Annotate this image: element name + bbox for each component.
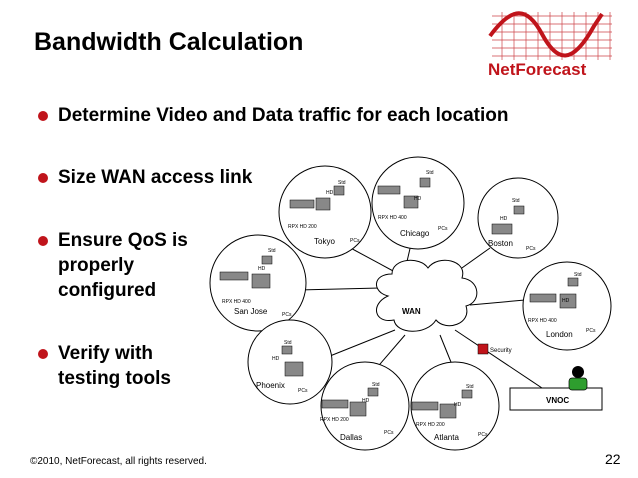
slide-title: Bandwidth Calculation: [34, 28, 304, 56]
site-rpx: RPX HD 400: [528, 318, 557, 324]
site-pcs: PCs: [384, 430, 394, 436]
site-hd: HD: [272, 356, 280, 362]
site-pcs: PCs: [478, 432, 488, 438]
netforecast-logo: [488, 11, 612, 60]
bullet-text: testing tools: [58, 368, 171, 389]
bullet-dot: [38, 349, 48, 359]
page-number: 22: [605, 451, 621, 467]
site-name: Dallas: [340, 433, 362, 442]
site-name: San Jose: [234, 307, 268, 316]
site-std: Std: [466, 384, 474, 390]
vnoc-label: VNOC: [546, 396, 569, 405]
site-pcs: PCs: [350, 238, 360, 244]
bullet-2: Size WAN access link: [58, 165, 252, 190]
bullet-4: Verify with testing tools: [58, 341, 171, 391]
site-rpx: RPX HD 200: [288, 224, 317, 230]
site-hd: HD: [414, 196, 422, 202]
site-links: [297, 239, 546, 391]
firewall-icon: [477, 343, 489, 355]
site-rpx: RPX HD 200: [320, 417, 349, 423]
site-rpx: RPX HD 200: [416, 422, 445, 428]
site-name: Phoenix: [256, 381, 285, 390]
site-pcs: PCs: [586, 328, 596, 334]
bullet-dot: [38, 173, 48, 183]
bullet-text: properly: [58, 255, 135, 276]
site-std: Std: [512, 198, 520, 204]
user-icon: [568, 366, 588, 391]
site-name: Chicago: [400, 229, 430, 238]
site-std: Std: [284, 340, 292, 346]
site-pcs: PCs: [298, 388, 308, 394]
copyright-footer: ©2010, NetForecast, all rights reserved.: [30, 456, 207, 467]
bullet-3: Ensure QoS is properly configured: [58, 228, 188, 303]
bullet-text: Verify with: [58, 343, 154, 364]
site-std: Std: [338, 180, 346, 186]
site-pcs: PCs: [526, 246, 536, 252]
site-name: Tokyo: [314, 237, 335, 246]
security-label: Security: [490, 348, 512, 354]
wan-cloud: [376, 259, 478, 332]
site-name: London: [546, 330, 573, 339]
site-name: Atlanta: [434, 433, 459, 442]
bullet-text: configured: [58, 280, 157, 301]
site-rpx: RPX HD 400: [222, 299, 251, 305]
logo-text: NetForecast: [488, 60, 587, 79]
site-std: Std: [268, 248, 276, 254]
bullet-text: Size WAN access link: [58, 167, 253, 188]
site-hd: HD: [258, 266, 266, 272]
bullet-text: Ensure QoS is: [58, 230, 188, 251]
site-std: Std: [426, 170, 434, 176]
bullet-dot: [38, 111, 48, 121]
site-hd: HD: [362, 398, 370, 404]
wan-label: WAN: [402, 307, 421, 316]
vnoc-box: [509, 387, 603, 411]
site-hd: HD: [500, 216, 508, 222]
bullet-dot: [38, 236, 48, 246]
bullet-1: Determine Video and Data traffic for eac…: [58, 103, 508, 128]
site-std: Std: [574, 272, 582, 278]
site-pcs: PCs: [282, 312, 292, 318]
site-hd: HD: [326, 190, 334, 196]
bullet-text: Determine Video and Data traffic for eac…: [58, 105, 509, 126]
site-pcs: PCs: [438, 226, 448, 232]
site-hd: HD: [562, 298, 570, 304]
site-name: Boston: [488, 239, 513, 248]
site-std: Std: [372, 382, 380, 388]
site-rpx: RPX HD 400: [378, 215, 407, 221]
equipment-icons: [219, 177, 579, 419]
site-hd: HD: [454, 402, 462, 408]
